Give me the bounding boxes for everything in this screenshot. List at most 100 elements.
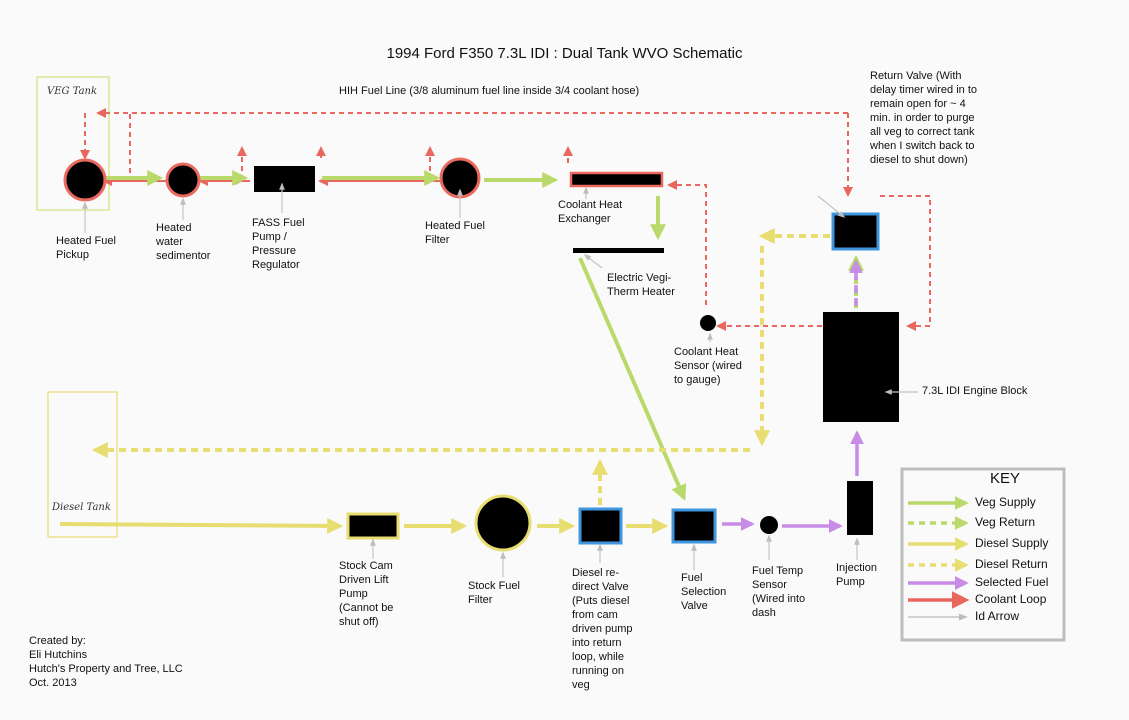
credits: Created by: Eli Hutchins Hutch's Propert… — [29, 634, 183, 690]
injection-pump — [847, 481, 873, 535]
label-line: from cam — [572, 609, 618, 621]
fass-pump-label: FASS Fuel Pump / Pressure Regulator — [252, 216, 305, 272]
credits-line: Eli Hutchins — [29, 649, 88, 661]
engine-block-label: 7.3L IDI Engine Block — [922, 385, 1028, 397]
lift-pump-label: Stock Cam Driven Lift Pump (Cannot be sh… — [339, 559, 393, 629]
label-line: Heated Fuel — [56, 235, 116, 247]
hih-line-label: HIH Fuel Line (3/8 aluminum fuel line in… — [339, 85, 640, 97]
label-line: into return — [572, 637, 622, 649]
return-valve-line: Return Valve (With — [870, 70, 962, 82]
key-label-veg-return: Veg Return — [975, 515, 1036, 529]
label-line: Pickup — [56, 249, 90, 261]
return-valve-line: delay timer wired in to — [870, 84, 977, 96]
label-line: Electric Vegi- — [607, 272, 672, 284]
label-line: Stock Fuel — [468, 580, 520, 592]
label-line: Coolant Heat — [674, 346, 739, 358]
label-line: direct Valve — [572, 581, 629, 593]
label-line: (Puts diesel — [572, 595, 630, 607]
return-valve — [831, 212, 880, 251]
label-line: driven pump — [572, 623, 633, 635]
label-line: Heated — [156, 222, 192, 234]
return-valve-line: min. in order to purge — [870, 112, 975, 124]
label-line: running on — [572, 665, 624, 677]
electric-vegitherm-heater — [573, 248, 664, 253]
coolant-sensor-label: Coolant Heat Sensor (wired to gauge) — [674, 345, 742, 387]
label-line: Driven Lift — [339, 574, 389, 586]
veg-tank — [36, 76, 110, 211]
return-valve-line: diesel to shut down) — [870, 154, 968, 166]
label-line: (Wired into — [752, 593, 806, 605]
label-line: Selection — [681, 586, 727, 598]
label-line: Pressure — [252, 245, 297, 257]
selected-fuel-lines — [722, 259, 864, 533]
return-valve-label: Return Valve (With delay timer wired in … — [870, 69, 977, 167]
label-line: Diesel re- — [572, 567, 620, 579]
veg-supply-lines — [101, 170, 687, 501]
credits-line: Hutch's Property and Tree, LLC — [29, 663, 183, 675]
label-line: Valve — [681, 600, 708, 612]
heated-pickup-label: Heated Fuel Pickup — [56, 234, 116, 262]
engine-block — [823, 312, 899, 422]
label-line: FASS Fuel — [252, 217, 305, 229]
key-label-diesel-supply: Diesel Supply — [975, 536, 1049, 550]
diesel-tank-label: Diesel Tank — [52, 502, 111, 513]
veg-tank-label: VEG Tank — [47, 86, 98, 97]
page-title: 1994 Ford F350 7.3L IDI : Dual Tank WVO … — [386, 45, 743, 62]
label-line: water — [156, 236, 183, 248]
stock-fuel-filter — [474, 494, 532, 552]
key-box — [900, 467, 1066, 642]
key-label-veg-supply: Veg Supply — [975, 495, 1036, 509]
label-line: Pump — [836, 576, 865, 588]
label-line: Heated Fuel — [425, 220, 485, 232]
diesel-supply-lines — [59, 517, 669, 534]
coolant-to-exchanger — [667, 180, 707, 305]
diesel-return-lines — [91, 228, 830, 505]
key-swatches — [908, 496, 970, 621]
veg-heater-to-selection-valve — [578, 257, 687, 501]
heated-filter-label: Heated Fuel Filter — [425, 219, 485, 247]
return-valve-line: when I switch back to — [870, 140, 975, 152]
label-line: Therm Heater — [607, 286, 675, 298]
heated-fuel-pickup — [63, 158, 107, 202]
fuel-temp-sensor — [760, 516, 778, 534]
key-label-coolant-loop: Coolant Loop — [975, 592, 1047, 606]
label-line: to gauge) — [674, 374, 721, 386]
key-title: KEY — [990, 470, 1021, 487]
fass-fuel-pump — [254, 166, 315, 192]
label-line: Pump / — [252, 231, 287, 243]
label-line: (Cannot be — [339, 602, 394, 614]
stock-lift-pump — [346, 512, 400, 540]
selection-valve-label: Fuel Selection Valve — [681, 571, 726, 613]
label-line: Regulator — [252, 259, 300, 271]
label-line: Stock Cam — [339, 560, 393, 572]
label-line: Pump — [339, 588, 368, 600]
label-line: Coolant Heat — [558, 199, 623, 211]
label-line: sedimentor — [156, 250, 211, 262]
injection-pump-label: Injection Pump — [836, 561, 877, 589]
diesel-tank — [47, 391, 118, 538]
sedimentor-label: Heated water sedimentor — [156, 221, 210, 263]
label-line: Injection — [836, 562, 877, 574]
coolant-exchanger-label: Coolant Heat Exchanger — [558, 198, 622, 226]
label-line: Fuel Temp — [752, 565, 804, 577]
label-line: Filter — [425, 234, 450, 246]
coolant-loop-lines — [80, 108, 931, 331]
key-label-selected-fuel: Selected Fuel — [975, 575, 1049, 589]
key-label-diesel-return: Diesel Return — [975, 557, 1048, 571]
label-line: shut off) — [339, 616, 379, 628]
heated-water-sedimentor — [165, 162, 201, 198]
return-valve-line: all veg to correct tank — [870, 126, 975, 138]
coolant-heat-exchanger — [569, 171, 664, 188]
id-arrow-vegitherm — [583, 254, 603, 269]
coolant-engine-loop — [880, 195, 931, 331]
label-line: Sensor (wired — [674, 360, 742, 372]
fuel-temp-label: Fuel Temp Sensor (Wired into dash — [752, 564, 805, 620]
diesel-tank-to-lift-pump — [59, 517, 344, 534]
return-valve-line: remain open for ~ 4 — [870, 98, 966, 110]
key-label-id-arrow: Id Arrow — [975, 609, 1020, 623]
id-arrow-return-valve — [817, 195, 846, 218]
label-line: Sensor — [752, 579, 787, 591]
fuel-selection-valve — [671, 508, 717, 544]
label-line: loop, while — [572, 651, 624, 663]
